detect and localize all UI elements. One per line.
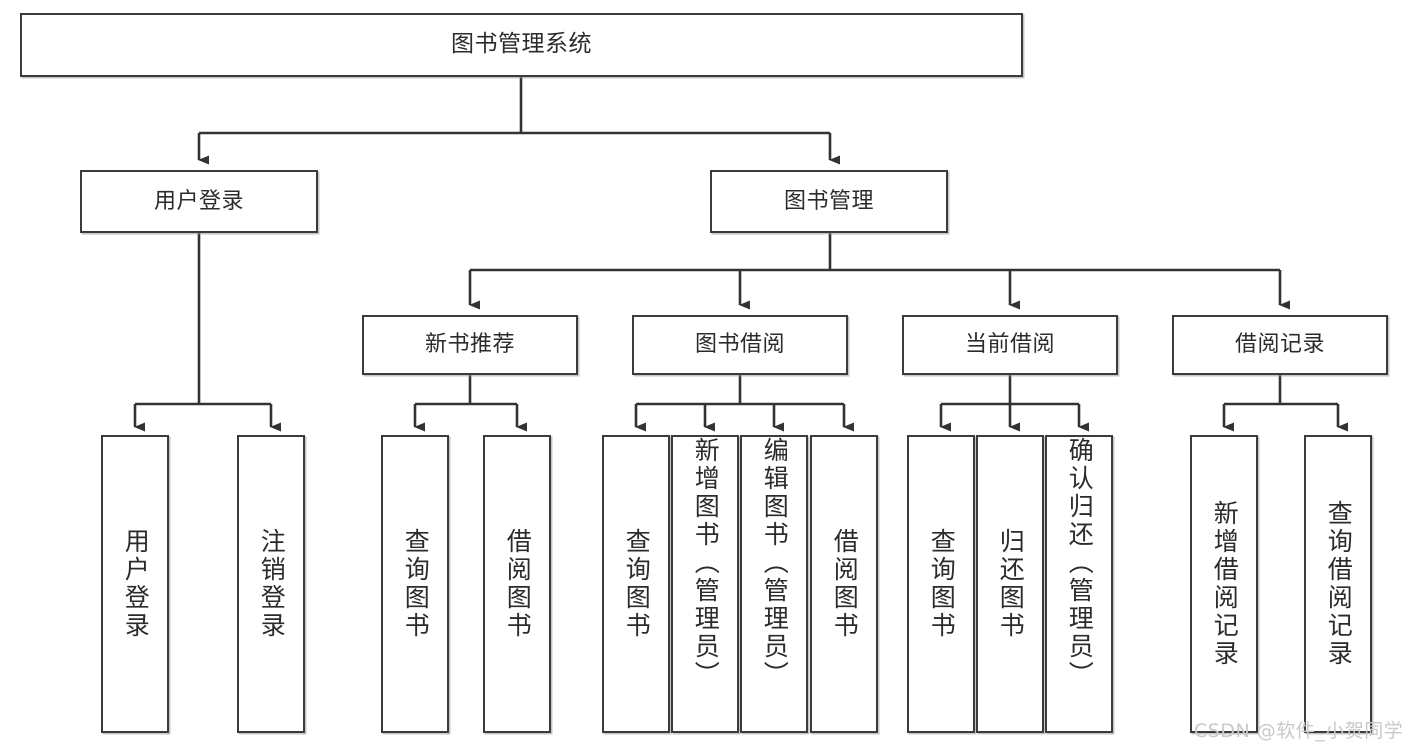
node-user-login-label: 用户登录: [153, 188, 244, 214]
node-leaf-logout-login-label: 注销登录: [257, 528, 287, 640]
node-leaf-borrow-book-1[interactable]: 借阅图书: [483, 435, 551, 733]
node-root-system[interactable]: 图书管理系统: [20, 13, 1023, 77]
node-leaf-query-record[interactable]: 查询借阅记录: [1304, 435, 1372, 733]
node-leaf-query-record-label: 查询借阅记录: [1324, 500, 1354, 668]
node-leaf-borrow-book-2[interactable]: 借阅图书: [810, 435, 878, 733]
node-leaf-user-login[interactable]: 用户登录: [101, 435, 169, 733]
node-leaf-query-book-1-label: 查询图书: [401, 528, 431, 640]
node-leaf-query-book-3-label: 查询图书: [927, 528, 957, 640]
node-book-borrow-label: 图书借阅: [694, 332, 785, 358]
node-leaf-logout-login[interactable]: 注销登录: [237, 435, 305, 733]
node-current-borrow-label: 当前借阅: [964, 332, 1055, 358]
node-leaf-add-record[interactable]: 新增借阅记录: [1190, 435, 1258, 733]
node-book-borrow[interactable]: 图书借阅: [632, 315, 848, 375]
node-leaf-query-book-3[interactable]: 查询图书: [907, 435, 975, 733]
node-leaf-edit-book-label: 编辑图书（管理员）: [760, 437, 790, 689]
node-leaf-confirm-return[interactable]: 确认归还（管理员）: [1045, 435, 1113, 733]
node-borrow-record[interactable]: 借阅记录: [1172, 315, 1388, 375]
node-root-system-label: 图书管理系统: [451, 31, 592, 58]
node-leaf-borrow-book-1-label: 借阅图书: [503, 528, 533, 640]
node-leaf-edit-book[interactable]: 编辑图书（管理员）: [740, 435, 808, 733]
node-new-book-recommend[interactable]: 新书推荐: [362, 315, 578, 375]
node-borrow-record-label: 借阅记录: [1234, 332, 1325, 358]
node-leaf-return-book-label: 归还图书: [996, 528, 1026, 640]
node-leaf-confirm-return-label: 确认归还（管理员）: [1065, 437, 1095, 689]
node-new-book-recommend-label: 新书推荐: [424, 332, 515, 358]
node-leaf-query-book-1[interactable]: 查询图书: [381, 435, 449, 733]
node-leaf-add-record-label: 新增借阅记录: [1210, 500, 1240, 668]
csdn-watermark: CSDN @软件_小贺同学: [1194, 720, 1404, 742]
node-leaf-add-book[interactable]: 新增图书（管理员）: [671, 435, 739, 733]
node-leaf-return-book[interactable]: 归还图书: [976, 435, 1044, 733]
node-book-management-label: 图书管理: [783, 188, 874, 214]
node-leaf-borrow-book-2-label: 借阅图书: [830, 528, 860, 640]
node-leaf-user-login-label: 用户登录: [121, 528, 151, 640]
node-current-borrow[interactable]: 当前借阅: [902, 315, 1118, 375]
node-user-login[interactable]: 用户登录: [80, 170, 318, 233]
node-leaf-query-book-2-label: 查询图书: [622, 528, 652, 640]
node-book-management[interactable]: 图书管理: [710, 170, 948, 233]
node-leaf-add-book-label: 新增图书（管理员）: [691, 437, 721, 689]
node-leaf-query-book-2[interactable]: 查询图书: [602, 435, 670, 733]
